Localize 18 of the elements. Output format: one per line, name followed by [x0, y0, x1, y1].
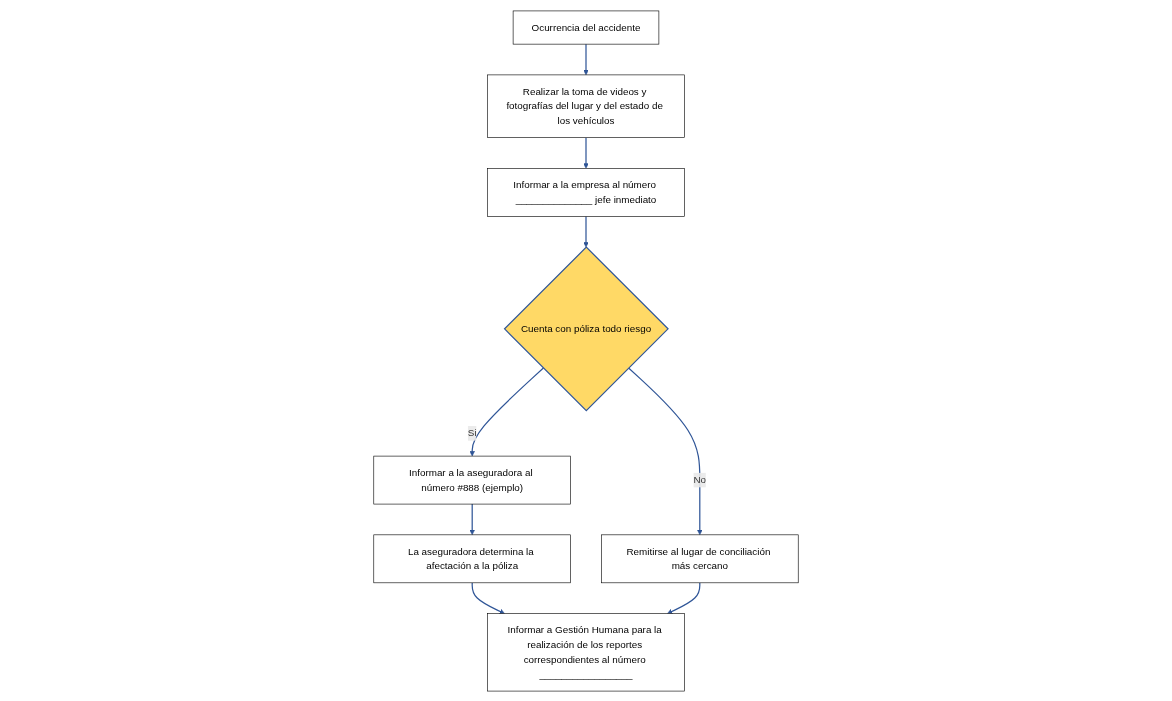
node-box: La aseguradora determina la afectación a la póliza [373, 534, 571, 583]
node-box: Realizar la toma de videos y fotografías del lugar y del estado de los vehículos [487, 74, 685, 138]
node-box: Ocurrencia del accidente [512, 10, 660, 44]
arrow [469, 502, 475, 535]
edge-label: No [693, 474, 707, 485]
arrow [628, 366, 703, 535]
node-box: Remitirse al lugar de conciliación más cercano [601, 534, 799, 583]
node-box: Informar a la empresa al número ______________ jefe inmediato [487, 167, 685, 217]
arrow [583, 215, 589, 247]
node-box: Informar a Gestión Humana para la realización de los reportes correspondientes al número _________________ [487, 612, 685, 691]
arrow [667, 581, 701, 614]
arrow [469, 366, 544, 456]
arrow [583, 43, 589, 75]
node-box: Informar a la aseguradora al número #888 (ejemplo) [373, 455, 571, 504]
arrow [471, 581, 505, 614]
edge-label: Si [467, 427, 477, 438]
node-diamond: Cuenta con póliza todo riesgo [503, 245, 669, 411]
arrow [583, 136, 589, 169]
